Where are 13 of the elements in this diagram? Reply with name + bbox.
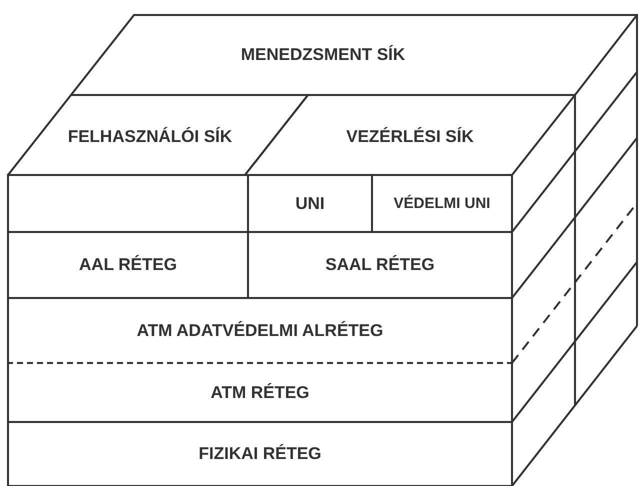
layer-label: SAAL RÉTEG xyxy=(325,255,435,275)
layer-label: UNI xyxy=(295,194,325,214)
layer-label: VÉDELMI UNI xyxy=(394,195,490,212)
layer-label: AAL RÉTEG xyxy=(79,255,177,275)
plane-label: MENEDZSMENT SÍK xyxy=(240,45,406,65)
layer-label: FIZIKAI RÉTEG xyxy=(198,444,322,464)
plane-label: FELHASZNÁLÓI SÍK xyxy=(68,127,232,147)
layer-box xyxy=(7,297,513,364)
layer-box xyxy=(7,421,513,486)
layer-box xyxy=(7,362,513,423)
plane-label: VEZÉRLÉSI SÍK xyxy=(346,127,474,147)
layer-label: ATM RÉTEG xyxy=(210,382,310,402)
layer-label: ATM ADATVÉDELMI ALRÉTEG xyxy=(136,320,384,340)
